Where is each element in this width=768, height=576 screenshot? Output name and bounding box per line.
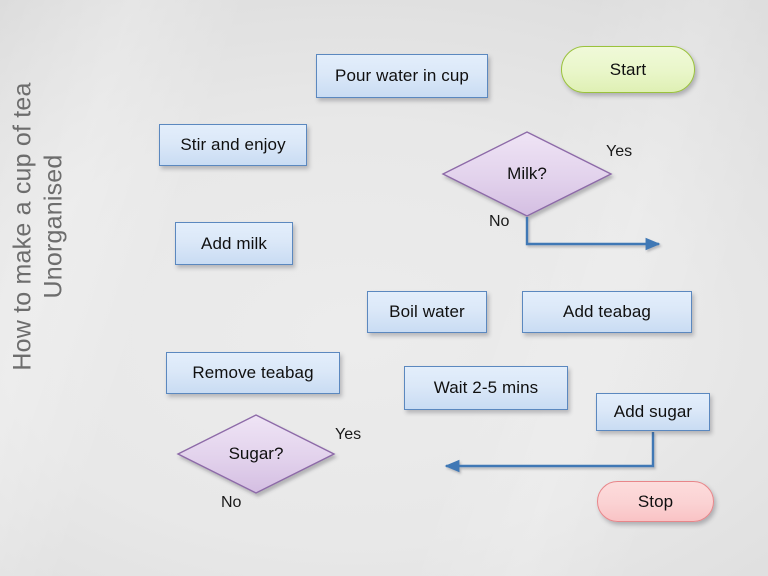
connector-addsugar-down-left [444, 432, 655, 473]
node-wait[interactable]: Wait 2-5 mins [404, 366, 568, 410]
node-start[interactable]: Start [561, 46, 695, 93]
edge-label-milk-no: No [489, 213, 510, 230]
node-add-sugar[interactable]: Add sugar [596, 393, 710, 431]
node-add-teabag[interactable]: Add teabag [522, 291, 692, 333]
node-remove-teabag[interactable]: Remove teabag [166, 352, 340, 394]
decision-shape-milk-decision[interactable] [441, 131, 613, 217]
connector-milk-no-down-right [525, 217, 661, 251]
decision-shape-sugar-decision[interactable] [176, 414, 336, 494]
edge-label-sugar-no: No [221, 494, 242, 511]
node-boil-water[interactable]: Boil water [367, 291, 487, 333]
node-add-milk[interactable]: Add milk [175, 222, 293, 265]
edge-label-sugar-yes: Yes [335, 426, 362, 443]
node-stir-and-enjoy[interactable]: Stir and enjoy [159, 124, 307, 166]
edge-label-milk-yes: Yes [606, 143, 633, 160]
node-pour-water[interactable]: Pour water in cup [316, 54, 488, 98]
node-stop[interactable]: Stop [597, 481, 714, 522]
